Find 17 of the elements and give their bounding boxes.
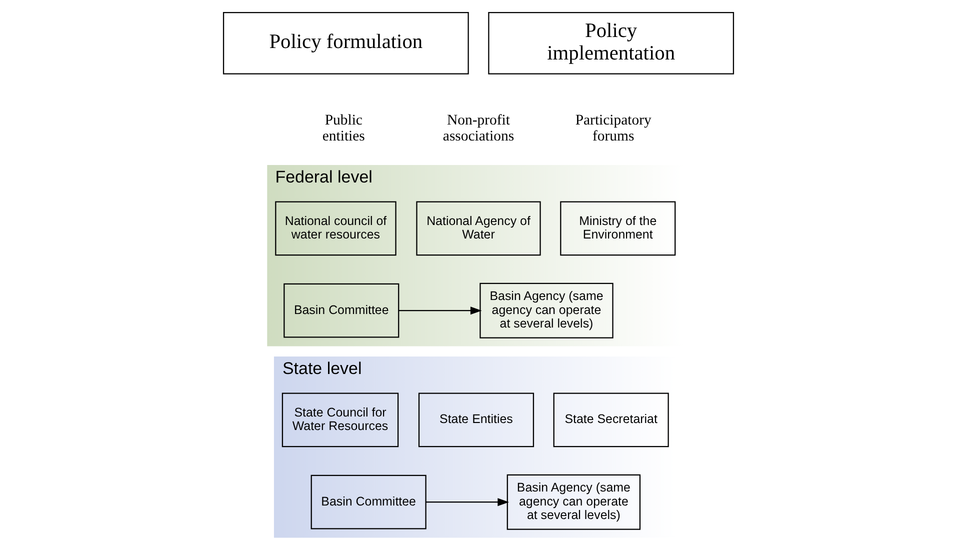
label: Participatory forums: [575, 112, 652, 145]
node-box: Basin Committee: [310, 474, 426, 530]
node-box: Policy formulation: [222, 12, 469, 74]
arrow: [426, 498, 509, 506]
node-box: Basin Agency (same agency can operate at several levels): [480, 282, 614, 338]
node-box: Basin Agency (same agency can operate at several levels): [506, 474, 641, 530]
arrow: [398, 306, 482, 315]
node-box: National Agency of Water: [416, 201, 541, 256]
node-box: National council of water resources: [275, 201, 396, 256]
label: Public entities: [322, 112, 365, 145]
node-box: Basin Committee: [284, 283, 400, 338]
node-box: State Council for Water Resources: [282, 392, 399, 448]
node-box: State Secretariat: [553, 392, 669, 448]
node-box: State Entities: [418, 392, 534, 448]
label: Non-profit associations: [442, 112, 514, 145]
node-box: Policy implementation: [488, 12, 734, 74]
node-box: Ministry of the Environment: [560, 201, 676, 256]
